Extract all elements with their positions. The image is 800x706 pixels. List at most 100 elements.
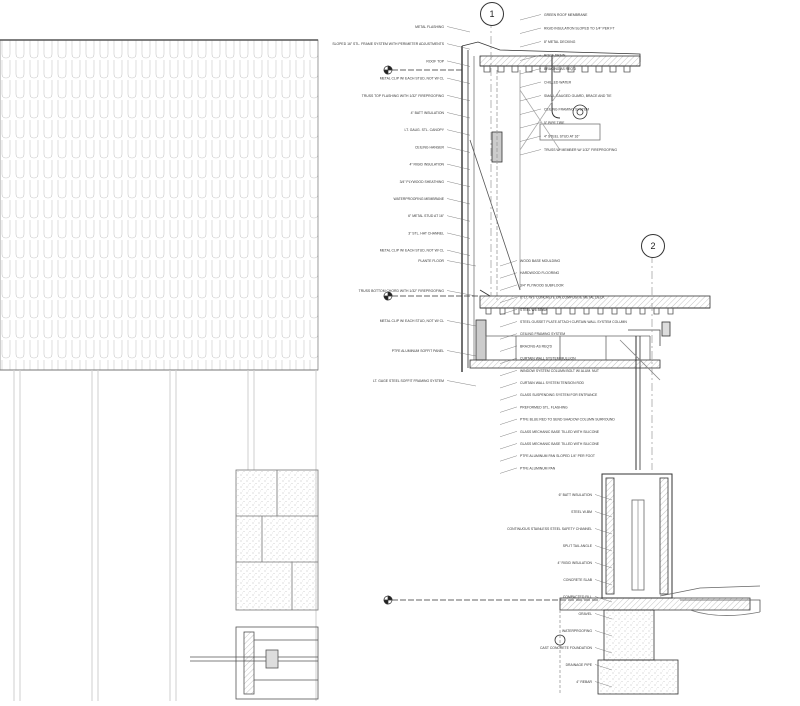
annotation-leader: [519, 108, 542, 115]
annotation-label: LT. GAGE STEEL SOFFIT FRAMING SYSTEM: [373, 379, 444, 383]
annotation-label: ROOF TOP: [426, 59, 444, 63]
footing: [597, 659, 679, 695]
annotation-label: GLASS SUSPENDING SYSTEM FOR ENTRANCE: [520, 393, 598, 397]
annotation-label: 5" PIPE TIRE: [544, 121, 565, 125]
annotation-leader: [519, 95, 542, 102]
annotation-leader: [519, 68, 542, 75]
annotation-leader: [446, 198, 471, 205]
annotation-label: WINDOW SYSTEM COLUMN BOLT W/ ALUM. NUT: [520, 369, 599, 373]
annotation-leader: [499, 296, 518, 303]
annotation-label: CURTAIN WALL SYSTEM TENSION ROD: [520, 381, 585, 385]
annotation-leader: [519, 81, 542, 88]
annotation-leader: [594, 681, 613, 688]
annotation-label: PREFORMED STL. FLASHING: [520, 405, 568, 409]
annotation-label: CEILING FRAMING SYSTEM: [544, 108, 589, 112]
annotation-label: STEEL W6 BEAM: [520, 308, 547, 312]
annotation-leader: [446, 290, 477, 297]
annotation-label: COMPACTED FILL: [563, 595, 592, 599]
annotation-leader: [446, 249, 471, 256]
annotation-label: SPLIT TAIL ANGLE: [563, 544, 593, 548]
section-callout-1[interactable]: 1: [480, 2, 504, 26]
annotation-label: RIGID INSULATION SLOPED TO 1/4" PER FT: [544, 27, 615, 31]
curtain-wall-grid: [13, 370, 317, 701]
annotation-label: SLOPED 16" STL. FRAME SYSTEM WITH PERIME…: [332, 42, 444, 46]
annotation-label: 4" RIGID INSULATION: [558, 561, 593, 565]
annotation-label: WATERPROOFING MEMBRANE: [394, 197, 445, 201]
annotation-label: BRACING AS REQ'D: [520, 344, 553, 348]
stone-cladding: [235, 469, 319, 611]
annotation-leader: [594, 630, 613, 637]
annotation-label: PTFE ALUMINUM SOFFIT PANEL: [392, 349, 444, 353]
annotation-label: WOOD BASE MOULDING: [520, 259, 560, 263]
annotation-leader: [446, 60, 471, 67]
annotation-label: HARDWOOD FLOORING: [520, 271, 560, 275]
annotation-label: GLASS MECHANIC BASE TILLED WITH SILICONE: [520, 430, 600, 434]
annotation-label: 4" BATT INSULATION: [411, 111, 445, 115]
annotation-label: SMALL GAUGED GUARD, BRACE AND TIE: [544, 94, 612, 98]
annotation-label: CEILING HANGER: [415, 145, 445, 149]
annotation-leader: [594, 647, 613, 654]
annotation-label: METAL CLIP W/ EACH STUD, NOT W/ CL: [380, 249, 444, 253]
annotation-label: METAL CLIP W/ EACH STUD, NOT W/ CL: [380, 319, 444, 323]
annotation-label: CONTINUOUS STAINLESS STEEL SAFETY CHANNE…: [507, 527, 592, 531]
annotation-leader: [446, 260, 477, 267]
annotation-leader: [499, 357, 518, 364]
roof-deck: [479, 55, 641, 67]
annotation-label: GLASS MECHANIC BASE TILLED WITH SILICONE: [520, 442, 600, 446]
annotation-label: TRUSS BOTTOM CHORD WITH 1/32" FIREPROOFI…: [359, 289, 445, 293]
annotation-leader: [519, 54, 542, 61]
annotation-leader: [594, 596, 613, 603]
annotation-leader: [446, 163, 471, 170]
annotation-label: PTFE ALUMINUM PAN SLOPED 1/4" PER FOOT: [520, 454, 595, 458]
annotation-label: PTFE BLUE RED TO SEND SHADOW COLUMN SURR…: [520, 418, 615, 422]
annotation-leader: [594, 494, 613, 501]
annotation-leader: [499, 370, 518, 376]
annotation-leader: [446, 112, 471, 119]
annotation-label: CHILLED WATER: [544, 81, 572, 85]
annotation-leader: [594, 664, 613, 671]
annotation-leader: [499, 467, 518, 474]
annotation-leader: [499, 382, 518, 389]
section-callout-1-label: 1: [489, 9, 495, 19]
annotation-label: 3/4" PLYWOOD SUBFLOOR: [520, 283, 564, 287]
annotation-leader: [499, 309, 518, 315]
foundation-wall: [603, 609, 655, 661]
annotation-label: CONCRETE SLAB: [563, 578, 592, 582]
annotation-leader: [499, 406, 518, 413]
section-callout-2[interactable]: 2: [641, 234, 665, 258]
annotation-label: PLANTE FLOOR: [418, 259, 444, 263]
annotation-leader: [519, 149, 542, 156]
annotation-leader: [499, 345, 518, 352]
slab-on-grade: [559, 597, 751, 611]
annotation-label: ROOF DRAIN: [544, 54, 566, 58]
annotation-leader: [499, 272, 518, 279]
annotation-leader: [446, 380, 477, 387]
annotation-leader: [499, 431, 518, 437]
annotation-leader: [519, 135, 542, 142]
annotation-label: GRAVEL: [578, 612, 592, 616]
annotation-leader: [594, 579, 613, 586]
wall-section: [461, 41, 761, 695]
annotation-label: BRACING AS REQ'D: [544, 67, 577, 71]
annotation-label: METAL CLIP W/ EACH STUD, NOT W/ CL: [380, 77, 444, 81]
annotation-leader: [446, 95, 471, 101]
annotation-label: 4" REBAR: [576, 680, 592, 684]
annotation-leader: [519, 27, 542, 34]
annotation-label: GREEN ROOF MEMBRANE: [544, 13, 588, 17]
annotation-leader: [446, 320, 477, 327]
annotation-label: TRUSS W/ MEMBER W/ 1/32" FIREPROOFING: [544, 148, 617, 152]
annotation-leader: [499, 394, 518, 401]
annotation-label: 8" METAL DECKING: [544, 40, 576, 44]
facade-upper-panel: [0, 39, 319, 371]
section-cut-lines: [490, 20, 653, 470]
annotation-leader: [446, 77, 471, 84]
annotation-label: CEILING FRAMING SYSTEM: [520, 332, 565, 336]
annotation-leader: [499, 284, 518, 291]
annotation-label: WATERPROOFING: [562, 629, 592, 633]
annotation-label: DRAINAGE PIPE: [566, 663, 593, 667]
annotation-leader: [594, 562, 613, 569]
annotation-label: CAST CONCRETE FOUNDATION: [540, 646, 593, 650]
annotation-leader: [499, 260, 518, 267]
